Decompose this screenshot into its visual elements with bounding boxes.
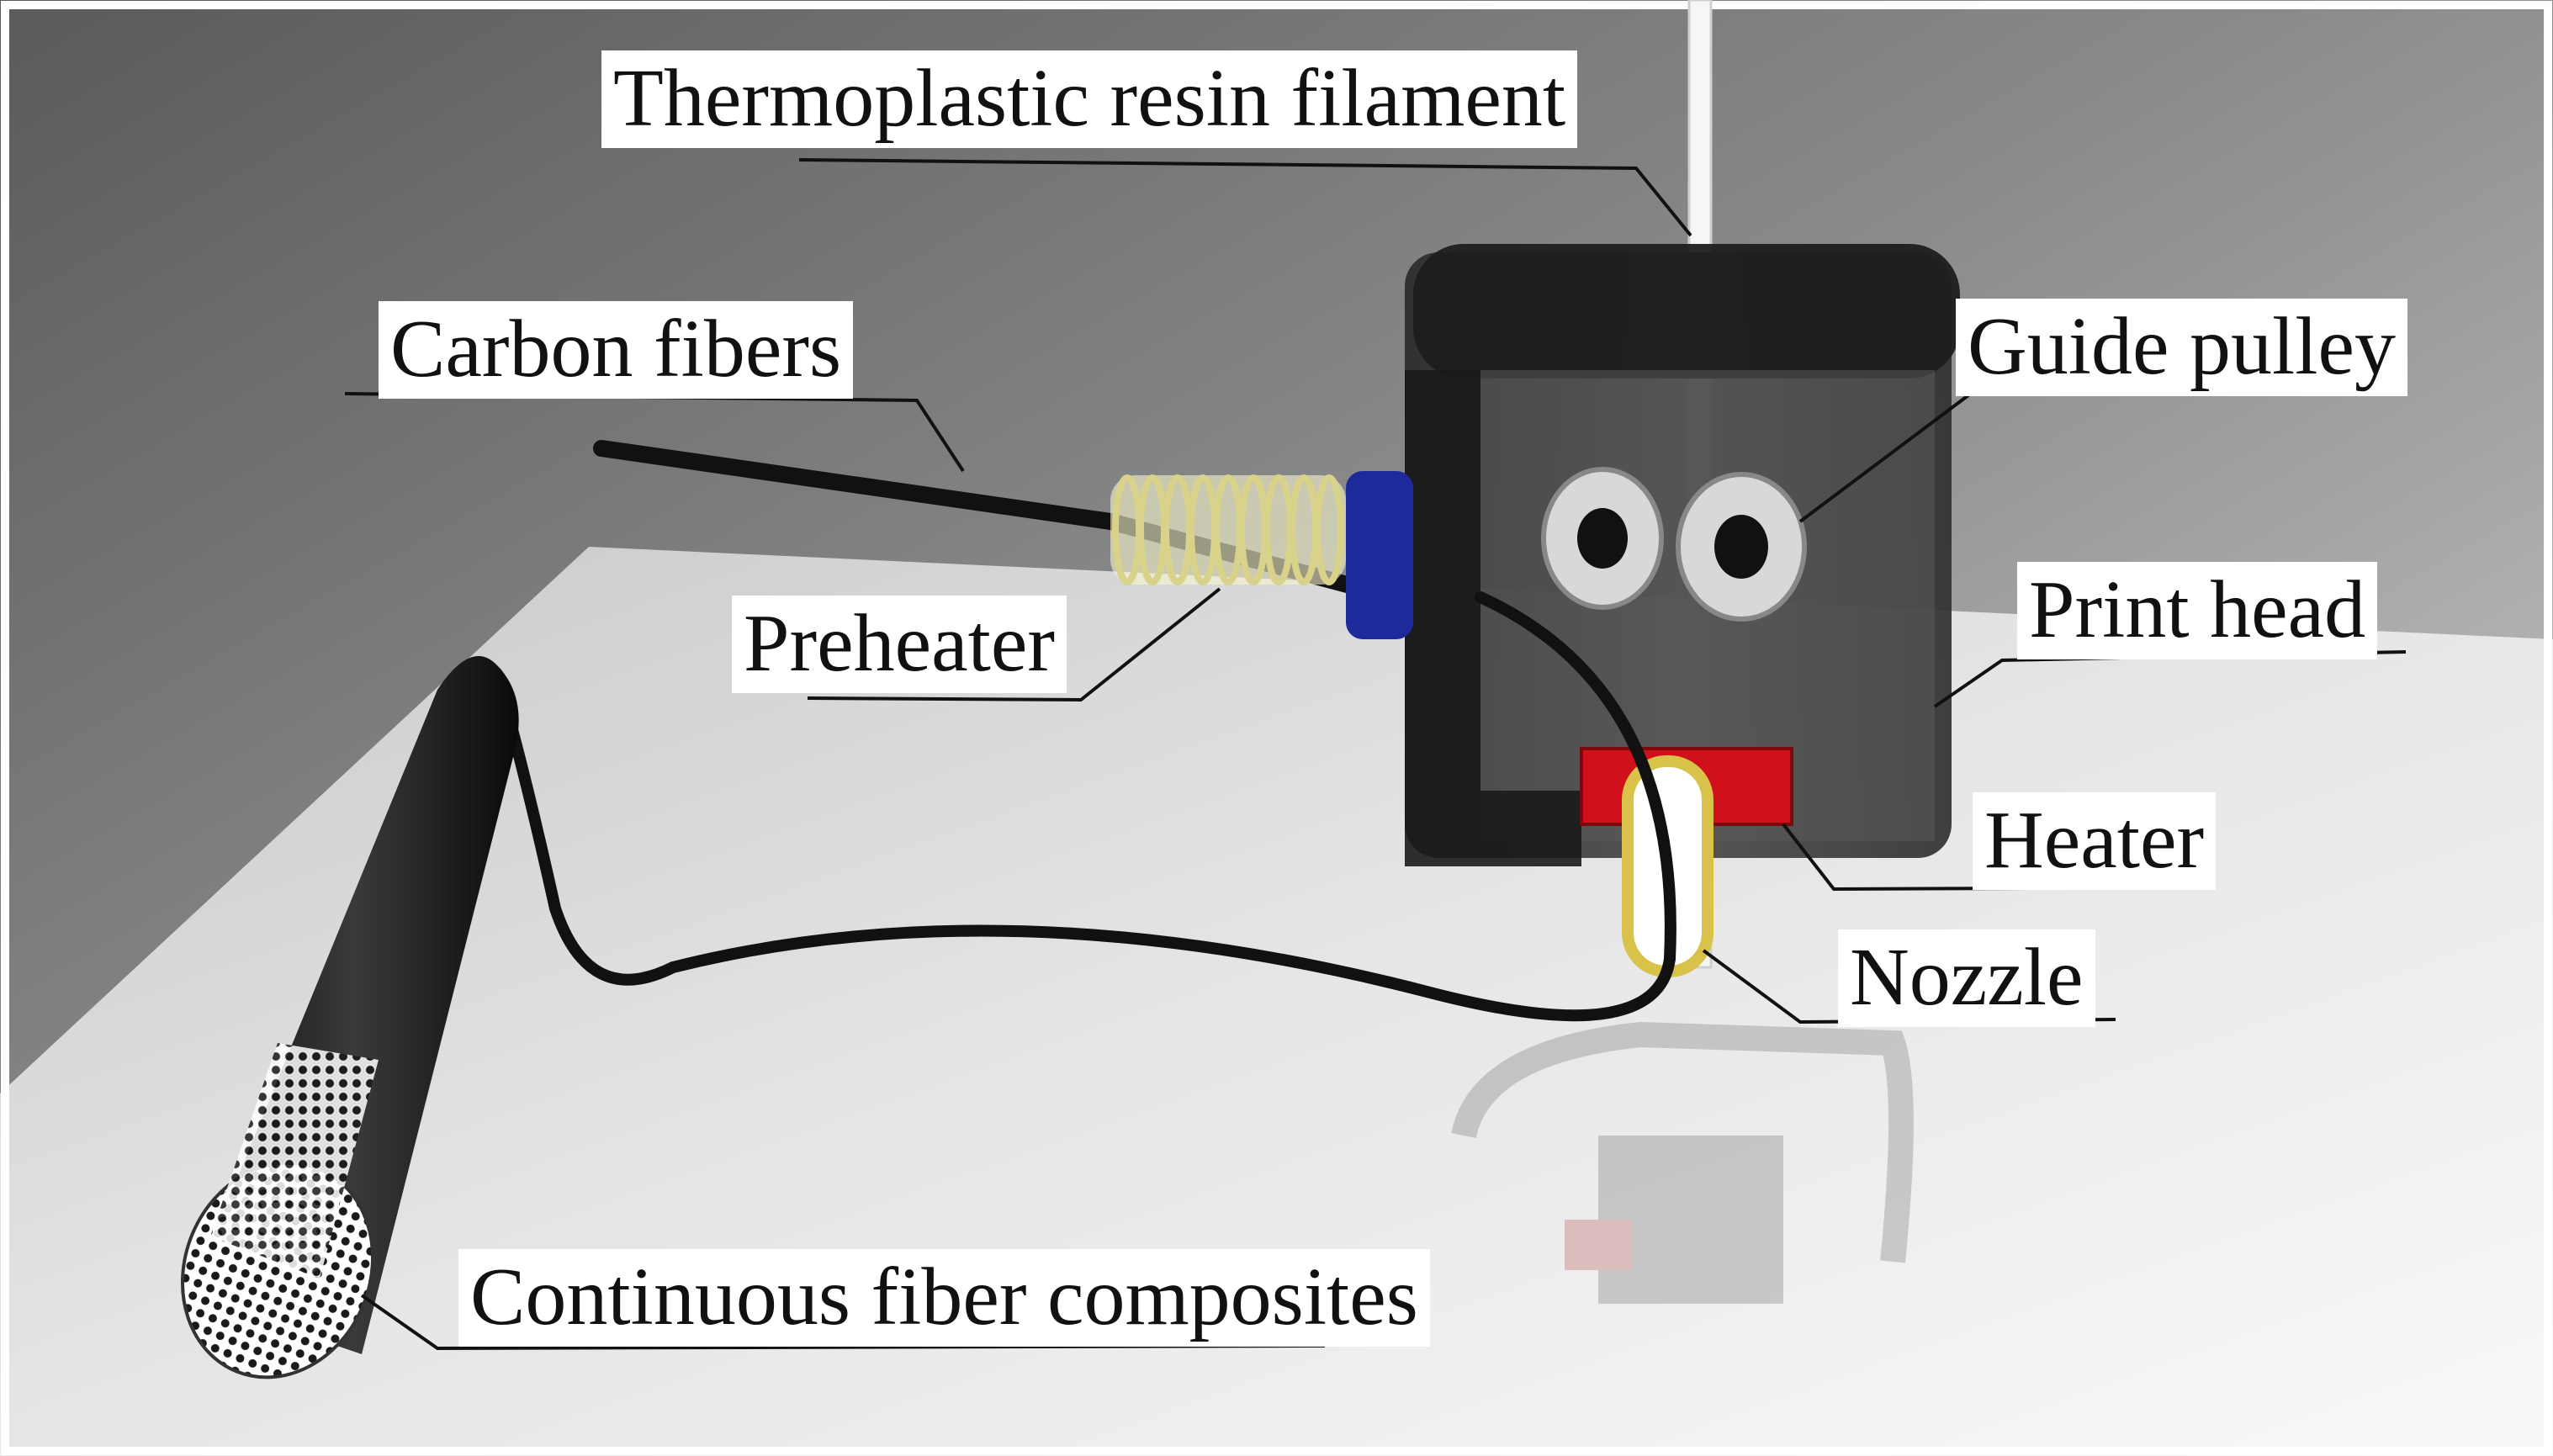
leader-composites: [360, 1294, 1326, 1351]
label-carbon-fibers: Carbon fibers: [379, 301, 854, 399]
preheater-coil: [1110, 474, 1346, 585]
leader-preheater: [807, 587, 1221, 702]
leader-thermoplastic: [798, 158, 1692, 237]
label-thermoplastic-filament: Thermoplastic resin filament: [601, 50, 1578, 148]
reflection: [1451, 1021, 1914, 1304]
label-preheater: Preheater: [732, 596, 1067, 693]
label-heater: Heater: [1973, 792, 2217, 890]
leader-guide-pulley: [1798, 394, 1970, 523]
label-nozzle: Nozzle: [1838, 929, 2095, 1027]
leader-lines: [344, 158, 2407, 1351]
printed-fiber: [490, 591, 1676, 1022]
label-guide-pulley: Guide pulley: [1956, 299, 2407, 396]
label-print-head: Print head: [2017, 562, 2378, 659]
guide-pulley: [1541, 467, 1807, 622]
continuous-fiber-composite-tube: [180, 656, 519, 1379]
label-continuous-fiber-composites: Continuous fiber composites: [458, 1249, 1430, 1347]
preheater-mount: [1346, 471, 1413, 639]
